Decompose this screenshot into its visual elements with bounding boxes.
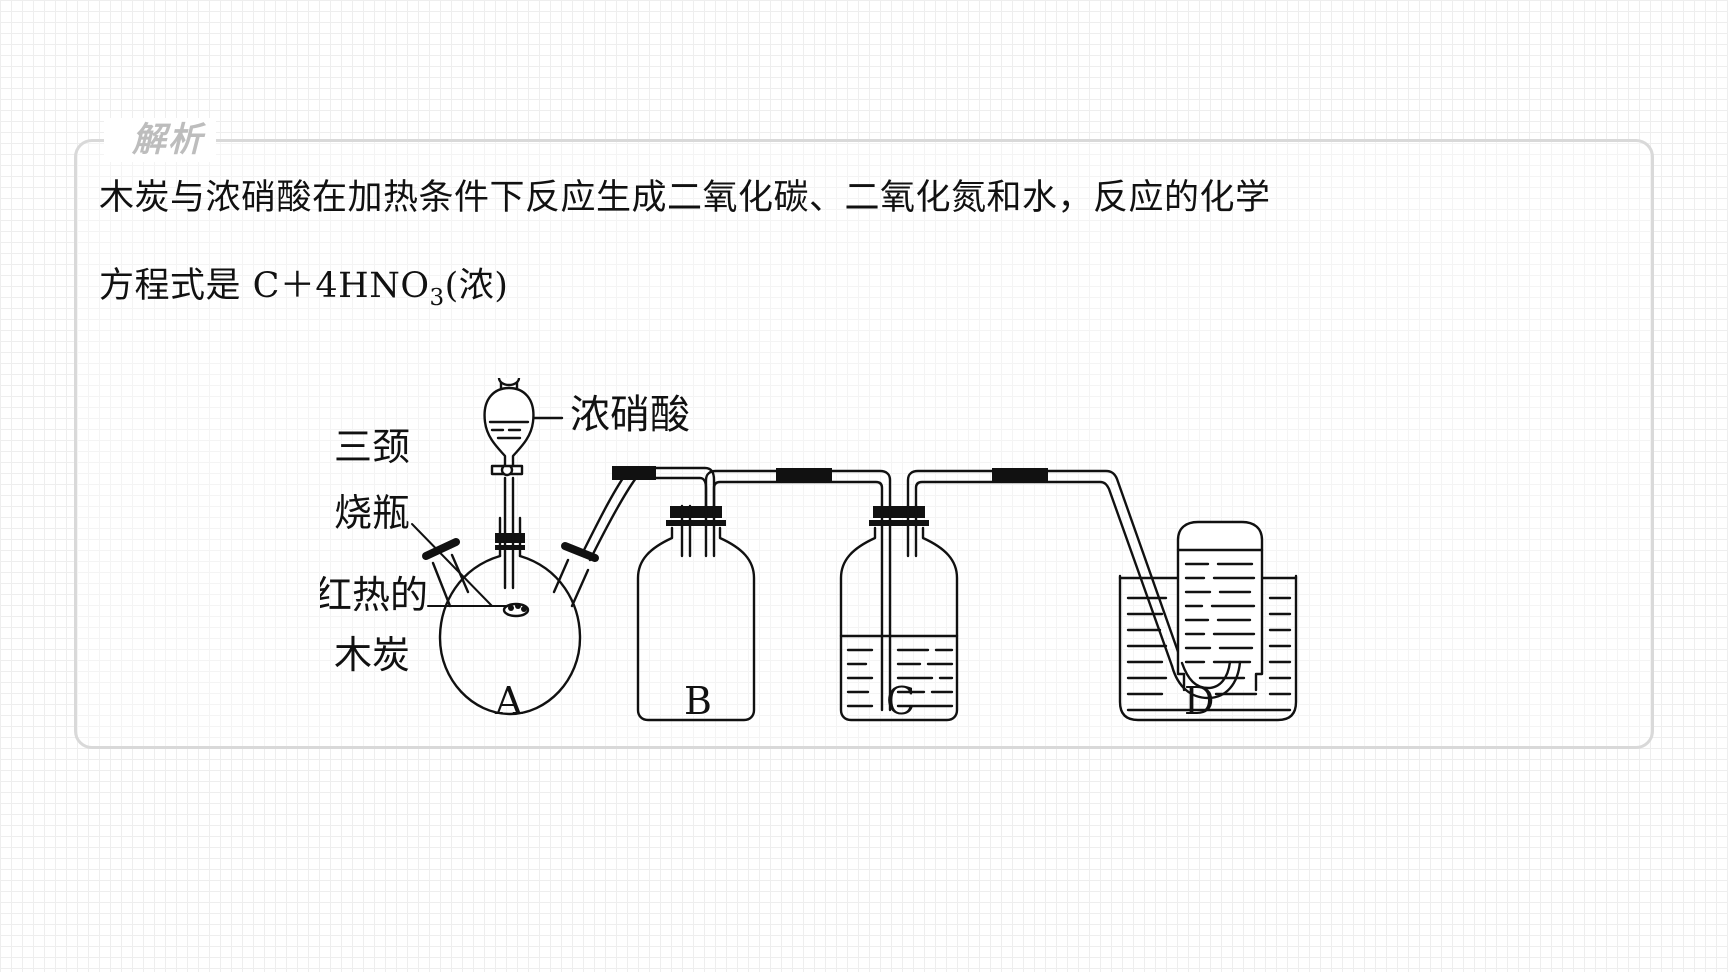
left-stopper [422, 538, 460, 560]
apparatus-label-c: C [886, 679, 915, 723]
charcoal-label-line-2: 木炭 [334, 633, 410, 677]
equation-prefix: 方程式是 C＋4HNO [99, 266, 430, 306]
trough-d [1118, 520, 1298, 722]
apparatus-diagram: 浓硝酸 三颈 烧瓶 红热的 木炭 A B C D [314, 369, 1298, 723]
rubber-joint-ab [612, 466, 656, 480]
analysis-tag: 解析 [104, 118, 216, 162]
rubber-joint-bc [776, 468, 832, 482]
apparatus-label-d: D [1184, 679, 1214, 723]
right-stopper [561, 542, 599, 562]
apparatus-figure: 浓硝酸 三颈 烧瓶 红热的 木炭 A B C D [314, 369, 1400, 732]
analysis-panel [74, 139, 1654, 749]
three-neck-flask-a [411, 369, 599, 716]
funnel-bulb [483, 386, 535, 468]
rubber-joint-cd [992, 468, 1048, 482]
stopper-c-bottom [869, 520, 929, 526]
flask-label-line-1: 三颈 [334, 425, 410, 469]
bottle-b [636, 468, 892, 722]
funnel-content-label: 浓硝酸 [570, 392, 690, 438]
apparatus-label-b: B [684, 679, 712, 723]
explanation-line-1: 木炭与浓硝酸在加热条件下反应生成二氧化碳、二氧化氮和水，反应的化学 [99, 178, 1271, 218]
flask-label-line-2: 烧瓶 [334, 491, 410, 535]
central-stopper [495, 533, 525, 543]
bottle-c [839, 468, 1184, 722]
stopper-c-top [873, 506, 925, 518]
charcoal-label-line-1: 红热的 [320, 573, 428, 617]
apparatus-label-a: A [494, 679, 523, 723]
explanation-line-2: 方程式是 C＋4HNO3(浓) [99, 264, 508, 320]
equation-subscript: 3 [429, 285, 445, 311]
equation-suffix: (浓) [444, 266, 509, 306]
stopper-b-bottom [666, 520, 726, 526]
